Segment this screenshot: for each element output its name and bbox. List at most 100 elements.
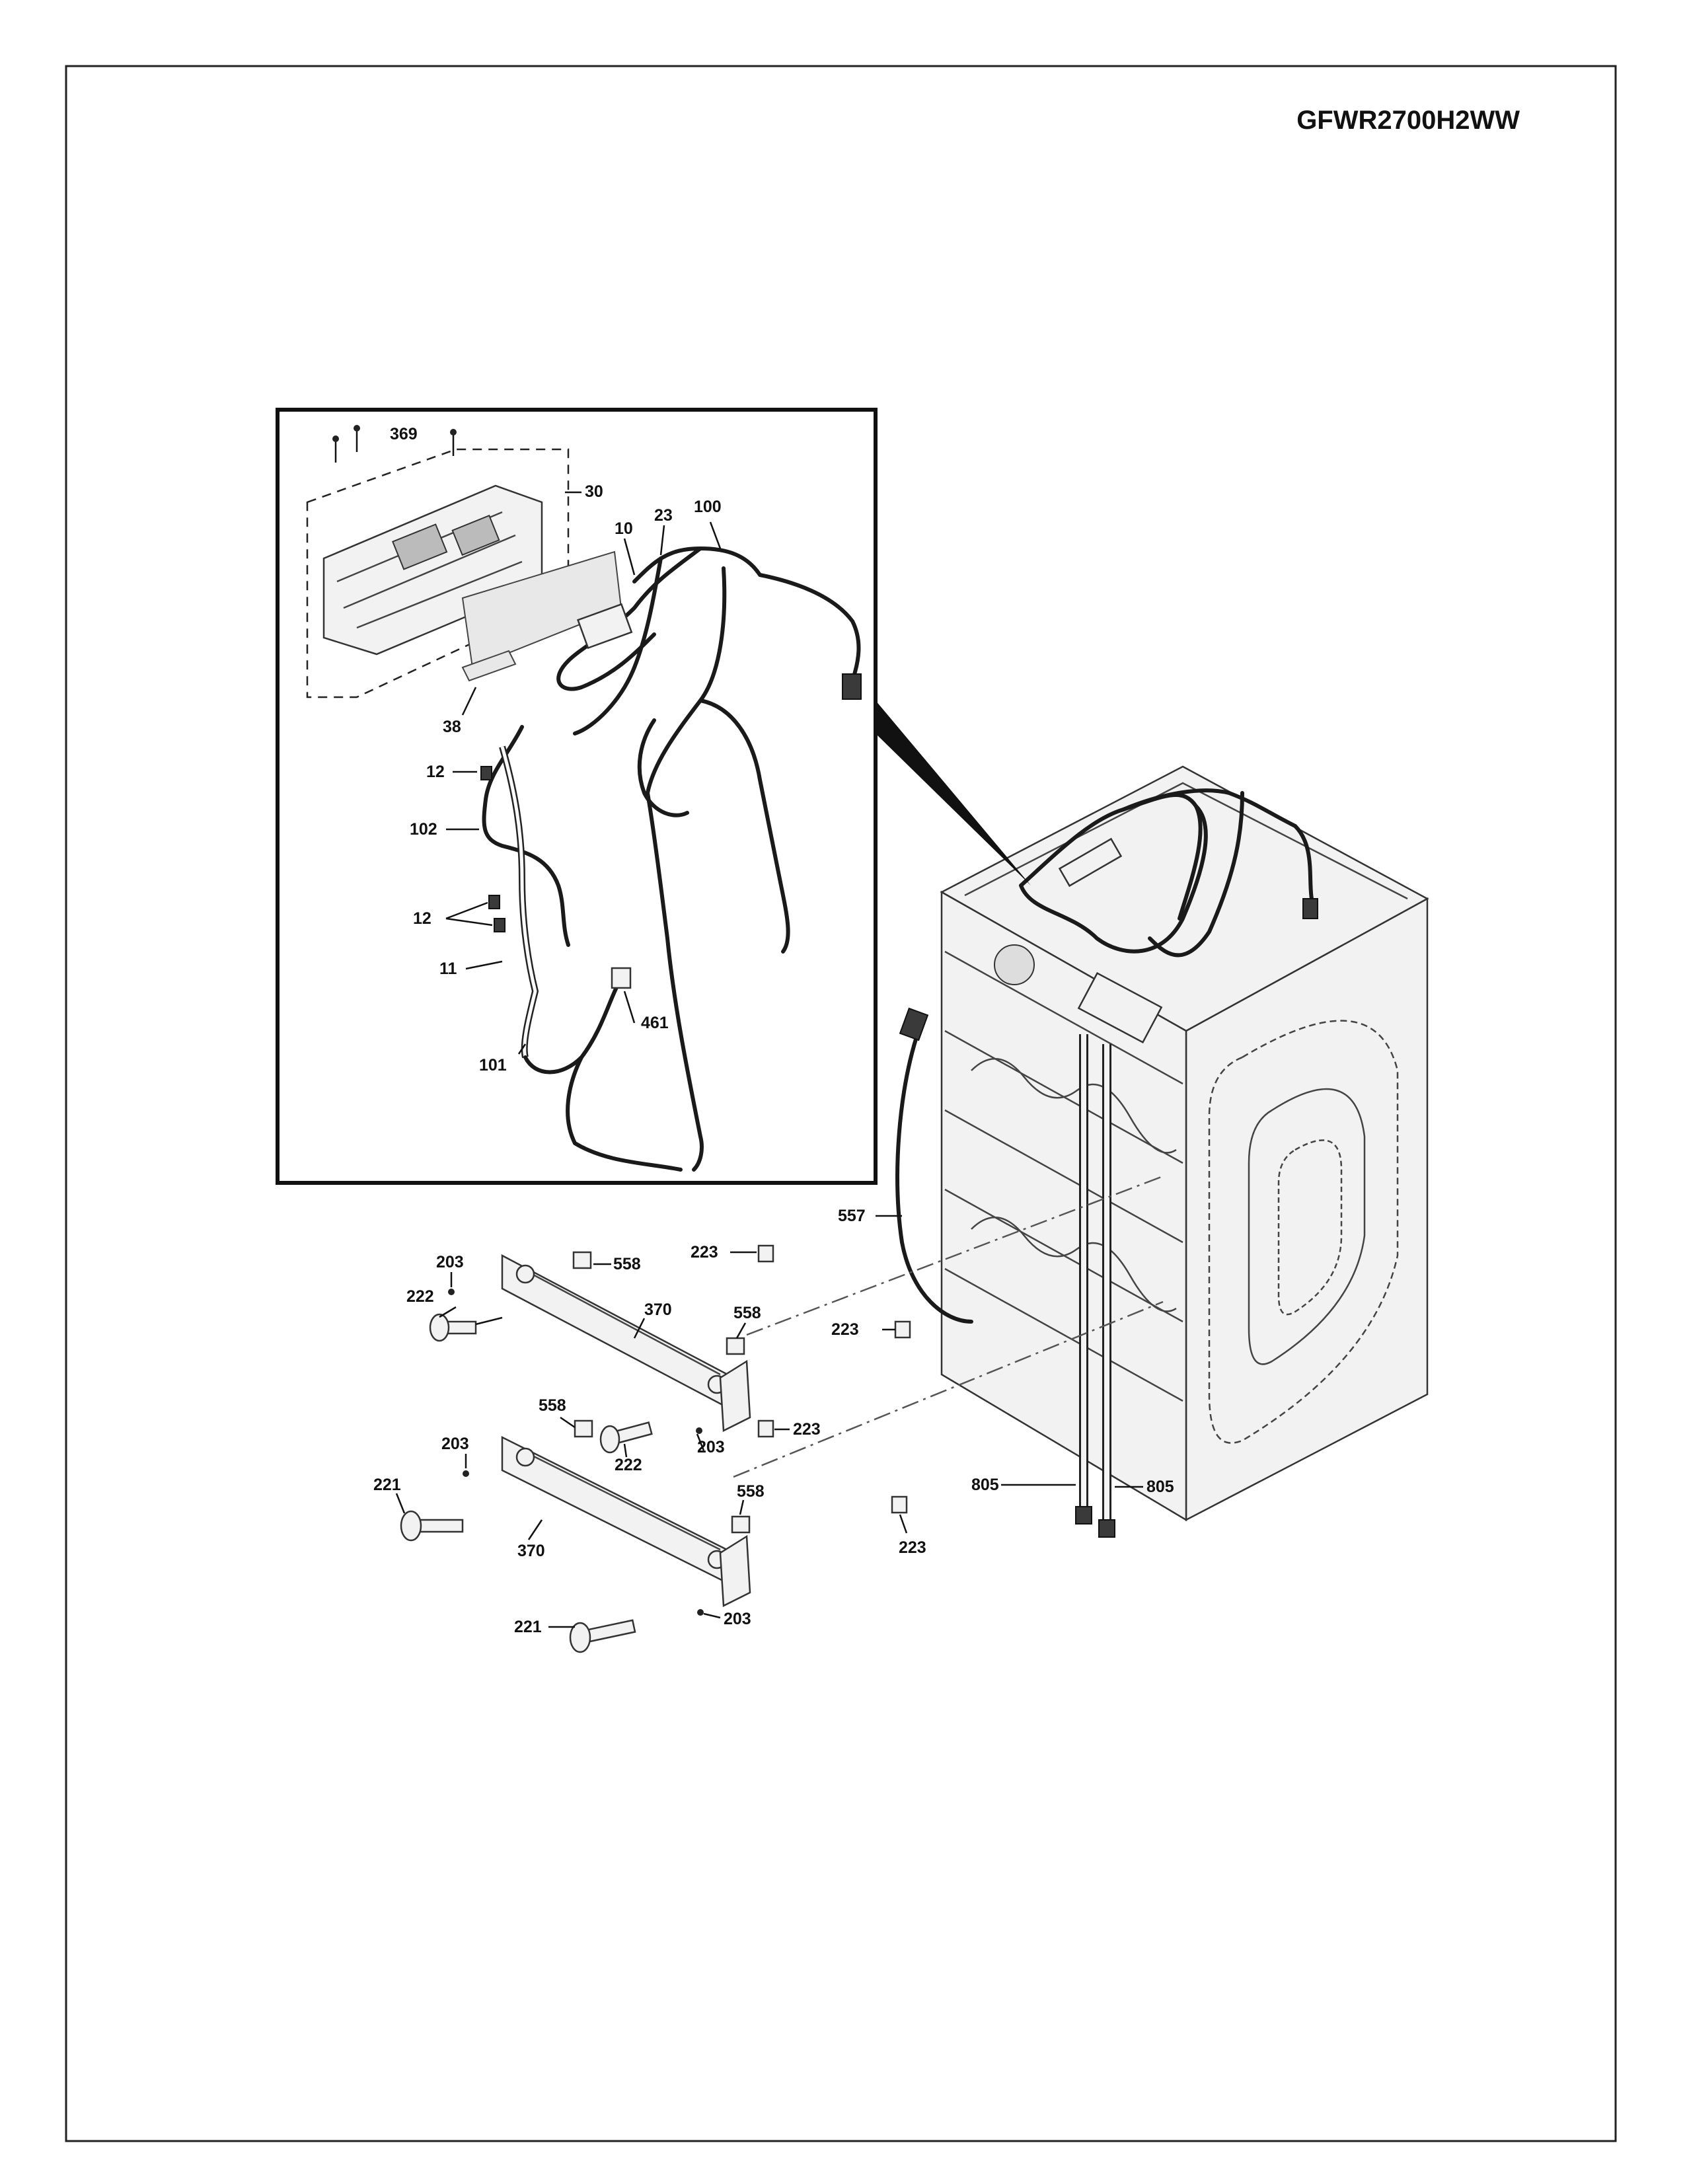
rail-assembly-upper [429, 1254, 751, 1432]
cabinet-harness-loop [1019, 793, 1208, 954]
foot-221-bottom-pad [569, 1622, 591, 1653]
foot-222-lower-pad [599, 1425, 620, 1454]
power-cord [895, 1029, 973, 1324]
callout-100: 100 [694, 498, 722, 516]
screw-203-a [448, 1289, 455, 1295]
harness-plug [1302, 898, 1318, 919]
callout-38: 38 [443, 718, 461, 736]
rail-370-lower-slot [521, 1449, 721, 1551]
small-hardware [448, 1244, 911, 1616]
callout-23: 23 [654, 506, 673, 525]
top-frame-inner [964, 782, 1408, 900]
rail-370-upper [501, 1254, 741, 1416]
board-component-2 [451, 514, 500, 556]
callout-223-c: 223 [793, 1420, 821, 1439]
cabinet-harness-top [1121, 788, 1297, 828]
valve-block [1077, 972, 1163, 1043]
harness-main-drop [646, 566, 727, 1172]
harness-bottom-loop [566, 1055, 683, 1172]
screws-369 [332, 425, 457, 463]
terminal-block [576, 603, 633, 650]
callout-805-right: 805 [1146, 1478, 1174, 1496]
callout-557: 557 [838, 1207, 866, 1225]
callout-10: 10 [615, 519, 633, 538]
harness-10 [556, 546, 702, 691]
drum-outline [1208, 1020, 1399, 1444]
harness-100-plug [842, 673, 862, 700]
nut-558-b [726, 1337, 745, 1355]
board-component-1 [392, 523, 448, 570]
cabinet-harness-drop [1178, 804, 1203, 921]
callout-30: 30 [585, 482, 603, 501]
clip-12-b [488, 895, 500, 909]
callout-102: 102 [410, 820, 437, 839]
callout-221-b: 221 [514, 1618, 542, 1636]
rail-assembly-lower [400, 1421, 751, 1653]
callout-203-c: 203 [441, 1435, 469, 1453]
rail-370-lower-end [719, 1534, 751, 1607]
washer-cabinet [895, 765, 1429, 1538]
callout-223-b: 223 [831, 1320, 859, 1339]
clip-223-a [757, 1244, 774, 1263]
foot-221-left-pad [400, 1510, 422, 1542]
callout-11: 11 [439, 960, 457, 978]
nut-558-a [572, 1251, 592, 1269]
callout-558-b: 558 [733, 1304, 761, 1322]
nut-558-c [574, 1419, 593, 1438]
door-opening [1277, 1139, 1343, 1316]
tube-11-inner [500, 746, 537, 1058]
callout-12-lower: 12 [413, 909, 431, 928]
harness-right-branch [698, 698, 790, 954]
shield-tab [461, 650, 517, 682]
zoom-pointer [876, 700, 1031, 885]
callout-223-d: 223 [899, 1538, 926, 1557]
callout-558-a: 558 [613, 1255, 641, 1273]
harness-center-loop [637, 718, 689, 817]
callout-203-b: 203 [697, 1438, 725, 1456]
clip-223-c [757, 1419, 774, 1438]
hose-fitting-hot [1075, 1506, 1092, 1525]
callout-labels: 369 30 10 23 100 38 12 102 12 11 461 101… [373, 425, 1174, 1636]
harness-100 [632, 546, 861, 683]
screw-203-b [696, 1427, 702, 1434]
harness-bracket [1058, 837, 1123, 887]
leader-lines [395, 491, 1143, 1628]
callout-369: 369 [390, 425, 418, 443]
clip-12-a [480, 766, 492, 780]
rail-370-upper-slot [521, 1267, 721, 1376]
power-plug [899, 1007, 929, 1041]
rear-embossing-2 [971, 1216, 1177, 1312]
callout-222-b: 222 [615, 1456, 642, 1474]
drum-inner-outline [1248, 1088, 1366, 1365]
callout-203-a: 203 [436, 1253, 464, 1271]
callout-370-upper: 370 [644, 1300, 672, 1319]
vent-grille [994, 944, 1035, 985]
model-number: GFWR2700H2WW [1296, 106, 1520, 135]
screw-203-d [697, 1609, 704, 1616]
screw-203-c [463, 1470, 469, 1477]
foot-222-upper-pad [429, 1313, 450, 1342]
callout-12-upper: 12 [426, 763, 445, 781]
callout-558-d: 558 [737, 1482, 765, 1501]
rail-370-upper-end [719, 1359, 751, 1432]
callout-461: 461 [641, 1014, 669, 1032]
callout-221-a: 221 [373, 1476, 401, 1494]
harness-102 [482, 725, 570, 947]
callout-203-d: 203 [724, 1610, 751, 1628]
callout-101: 101 [479, 1056, 507, 1074]
alignment-line-2 [733, 1300, 1164, 1478]
harness-23 [573, 556, 663, 735]
page-border [65, 65, 1617, 2142]
clip-223-b [894, 1320, 911, 1339]
connector-461 [611, 967, 632, 989]
clip-223-d [891, 1495, 908, 1514]
callout-222-a: 222 [406, 1287, 434, 1306]
callout-558-c: 558 [539, 1396, 566, 1415]
inset-contents [306, 425, 862, 1172]
nut-558-d [731, 1515, 751, 1534]
alignment-line-1 [746, 1175, 1164, 1336]
cabinet-harness-end [1293, 824, 1314, 901]
hose-fitting-cold [1098, 1519, 1115, 1538]
